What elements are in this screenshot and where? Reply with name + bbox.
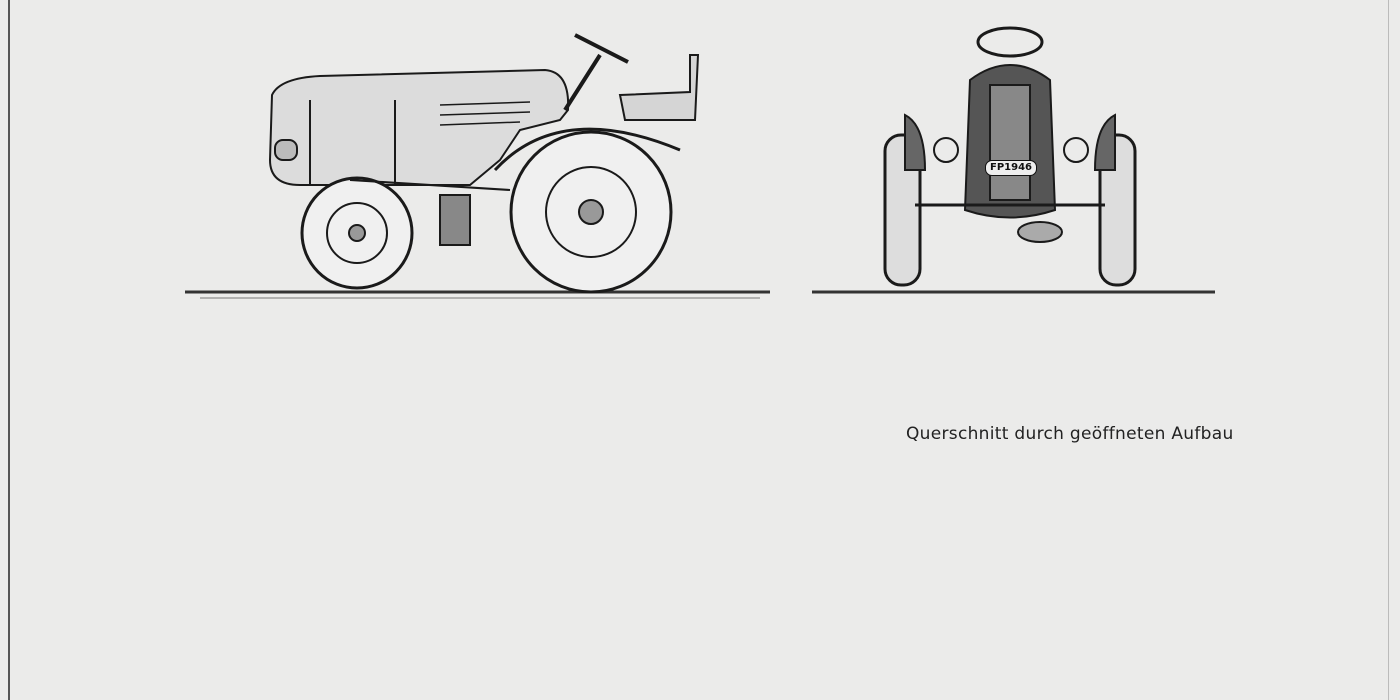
license-plate: FP1946 bbox=[985, 160, 1037, 176]
frame-border-right bbox=[1388, 0, 1389, 700]
side-view bbox=[185, 33, 770, 299]
cross-section-caption: Querschnitt durch geöffneten Aufbau bbox=[906, 424, 1234, 444]
frame-border-left bbox=[8, 0, 10, 700]
front-view bbox=[812, 26, 1215, 294]
